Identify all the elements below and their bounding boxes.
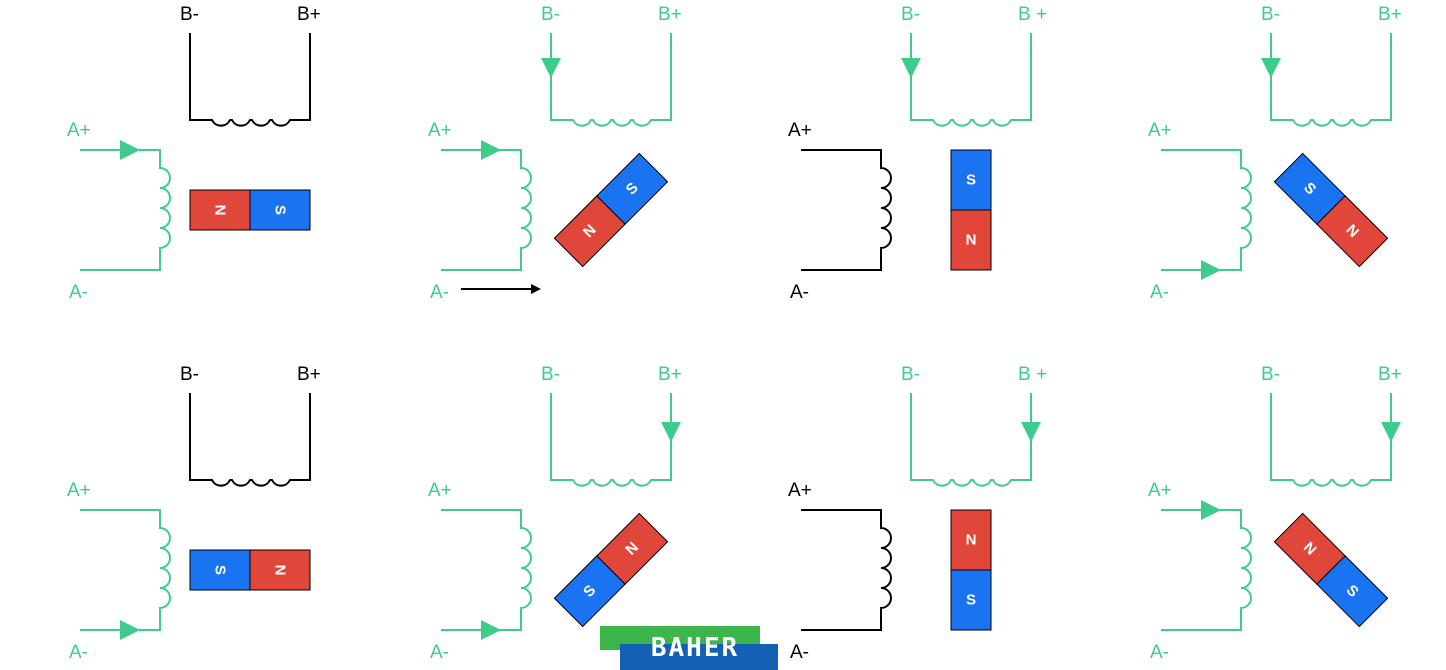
terminal-label-b-plus: B+ bbox=[658, 4, 682, 25]
coil-b-winding bbox=[910, 33, 1032, 127]
coil-b-winding bbox=[189, 33, 311, 127]
rotor-magnet: NS bbox=[950, 509, 992, 631]
current-arrow-b bbox=[661, 422, 681, 442]
terminal-label-a-plus: A+ bbox=[788, 120, 812, 141]
north-pole bbox=[1316, 195, 1389, 268]
current-arrow-b bbox=[901, 58, 921, 78]
terminal-label-a-plus: A+ bbox=[1148, 480, 1172, 501]
south-pole bbox=[950, 149, 992, 211]
terminal-label-b-minus: B- bbox=[901, 4, 920, 25]
coil-b-winding bbox=[1270, 33, 1392, 127]
step-panel-2: A+ A- B- B+ NS bbox=[428, 4, 682, 303]
direction-arrow-head bbox=[531, 284, 541, 294]
south-pole bbox=[950, 569, 992, 631]
step-panel-3: A+A-B-B +NS bbox=[788, 4, 1047, 303]
coil-a-winding bbox=[801, 149, 892, 271]
terminal-label-a-plus: A+ bbox=[428, 120, 452, 141]
terminal-label-a-minus: A- bbox=[790, 642, 809, 663]
north-pole-label: N bbox=[966, 232, 977, 249]
logo-blue-bar bbox=[620, 644, 778, 670]
step-panel-7: A+A-B-B +NS bbox=[788, 364, 1047, 663]
rotor-magnet: SN bbox=[1273, 152, 1389, 268]
current-arrow-b bbox=[1381, 422, 1401, 442]
terminal-label-b-minus: B- bbox=[901, 364, 920, 385]
north-pole bbox=[249, 549, 311, 591]
coil-b-winding bbox=[550, 393, 672, 487]
south-pole bbox=[249, 189, 311, 231]
current-arrow-b bbox=[1021, 422, 1041, 442]
south-pole-label: S bbox=[966, 592, 976, 609]
terminal-label-b-plus: B+ bbox=[297, 364, 321, 385]
coil-a-winding bbox=[441, 509, 532, 631]
terminal-label-b-minus: B- bbox=[1261, 4, 1280, 25]
terminal-label-a-minus: A- bbox=[69, 642, 88, 663]
current-arrow-a bbox=[120, 620, 140, 640]
coil-a-winding bbox=[801, 509, 892, 631]
terminal-label-a-plus: A+ bbox=[67, 120, 91, 141]
terminal-label-b-plus: B+ bbox=[658, 364, 682, 385]
current-arrow-a bbox=[481, 620, 501, 640]
current-arrow-a bbox=[1201, 500, 1221, 520]
terminal-label-b-minus: B- bbox=[180, 4, 199, 25]
terminal-label-b-plus: B + bbox=[1018, 364, 1047, 385]
south-pole-label: S bbox=[212, 565, 229, 575]
current-arrow-a bbox=[481, 140, 501, 160]
coil-b-winding bbox=[189, 393, 311, 487]
terminal-label-b-minus: B- bbox=[1261, 364, 1280, 385]
south-pole bbox=[189, 549, 251, 591]
logo-text: BAHER bbox=[650, 633, 740, 663]
terminal-label-b-plus: B+ bbox=[1378, 4, 1402, 25]
terminal-label-a-plus: A+ bbox=[1148, 120, 1172, 141]
step-panel-8: A+ A- B- B+ NS bbox=[1148, 364, 1402, 663]
north-pole-label: N bbox=[212, 205, 229, 216]
step-panel-6: A+ A- B- B+ SN bbox=[428, 364, 682, 663]
terminal-label-b-minus: B- bbox=[541, 364, 560, 385]
terminal-label-a-plus: A+ bbox=[788, 480, 812, 501]
terminal-label-b-plus: B+ bbox=[1378, 364, 1402, 385]
coil-a-winding bbox=[1161, 149, 1252, 271]
current-arrow-b bbox=[1261, 58, 1281, 78]
north-pole-label: N bbox=[272, 565, 289, 576]
terminal-label-a-minus: A- bbox=[790, 282, 809, 303]
north-pole bbox=[189, 189, 251, 231]
coil-a-winding bbox=[80, 149, 171, 271]
terminal-label-a-minus: A- bbox=[1150, 642, 1169, 663]
coil-a-winding bbox=[441, 149, 532, 271]
current-arrow-b bbox=[541, 58, 561, 78]
terminal-label-b-minus: B- bbox=[180, 364, 199, 385]
rotor-magnet: NS bbox=[1273, 512, 1389, 628]
terminal-label-a-minus: A- bbox=[1150, 282, 1169, 303]
step-panel-4: A+ A- B- B+ SN bbox=[1148, 4, 1402, 303]
terminal-label-a-minus: A- bbox=[69, 282, 88, 303]
terminal-label-a-minus: A- bbox=[430, 282, 449, 303]
coil-a-winding bbox=[80, 509, 171, 631]
coil-a-winding bbox=[1161, 509, 1252, 631]
rotor-magnet: SN bbox=[553, 512, 669, 628]
current-arrow-a bbox=[120, 140, 140, 160]
south-pole-label: S bbox=[966, 172, 976, 189]
north-pole bbox=[596, 512, 669, 585]
terminal-label-b-minus: B- bbox=[541, 4, 560, 25]
south-pole bbox=[1316, 555, 1389, 628]
terminal-label-b-plus: B + bbox=[1018, 4, 1047, 25]
baher-logo: BAHER bbox=[600, 626, 780, 670]
coil-b-winding bbox=[1270, 393, 1392, 487]
terminal-label-a-minus: A- bbox=[430, 642, 449, 663]
terminal-label-b-plus: B+ bbox=[297, 4, 321, 25]
terminal-label-a-plus: A+ bbox=[67, 480, 91, 501]
current-arrow-a bbox=[1201, 260, 1221, 280]
rotor-magnet: NS bbox=[553, 152, 669, 268]
coil-b-winding bbox=[910, 393, 1032, 487]
coil-b-winding bbox=[550, 33, 672, 127]
north-pole-label: N bbox=[966, 532, 977, 549]
terminal-label-a-plus: A+ bbox=[428, 480, 452, 501]
south-pole-label: S bbox=[272, 205, 289, 215]
south-pole bbox=[596, 152, 669, 225]
rotor-magnet: NS bbox=[950, 149, 992, 271]
